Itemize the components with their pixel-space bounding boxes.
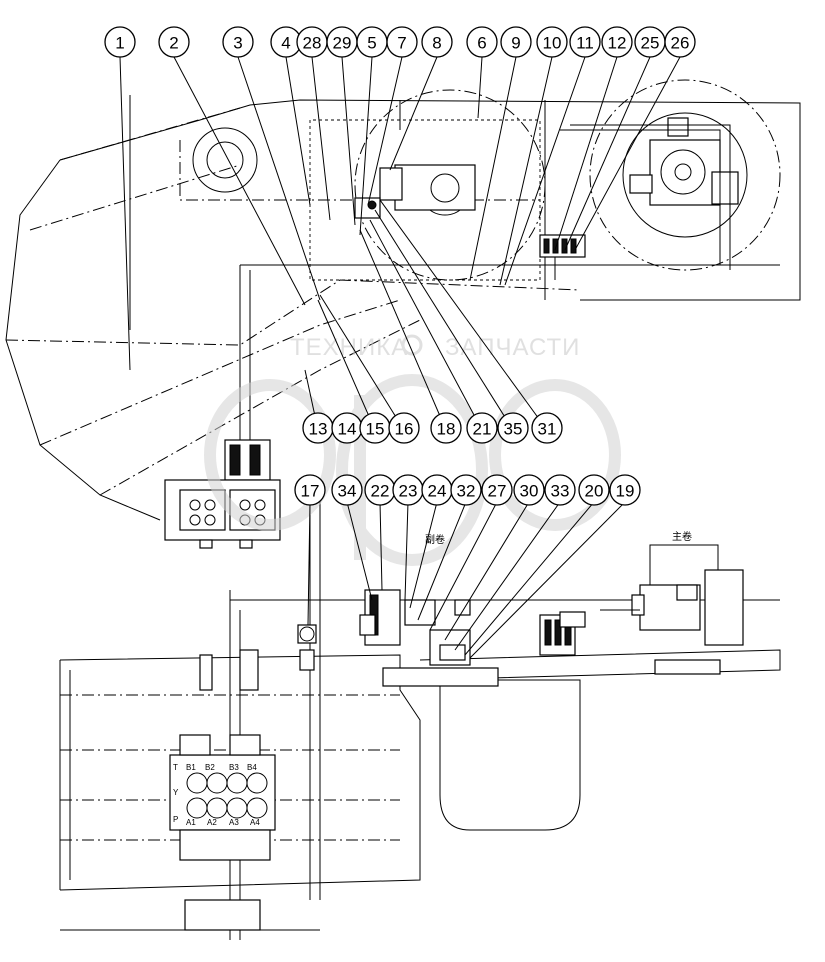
watermark: ТЕХНИКА ЗАПЧАСТИ gif [204,334,621,566]
callout-label: 24 [428,482,447,501]
watermark-logo: gif [395,469,399,471]
callout-16: 16 [388,412,420,444]
callout-14: 14 [331,412,363,444]
port-label: A3 [229,818,239,827]
callout-label: 12 [608,34,627,53]
callout-7: 7 [386,26,418,58]
port-label: B3 [229,763,239,772]
aux-winch-valves [297,589,499,687]
callout-10: 10 [536,26,568,58]
callout-label: 31 [538,420,557,439]
lower-valve-bank [169,649,276,931]
callout-label: 3 [233,34,242,53]
port-label: B4 [247,763,257,772]
boom-outline [5,95,801,521]
port-label: A2 [207,818,217,827]
callout-label: 21 [473,420,492,439]
callout-label: 8 [432,34,441,53]
callout-label: 6 [477,34,486,53]
callout-34: 34 [331,474,363,506]
callouts-low: 17 34 22 23 24 32 27 30 33 20 19 [294,474,641,506]
callout-22: 22 [364,474,396,506]
aux-winch-label: 副卷 [425,533,445,546]
callout-label: 29 [333,34,352,53]
port-label: P [173,815,178,824]
callout-30: 30 [513,474,545,506]
callout-29: 29 [326,26,358,58]
callout-label: 9 [511,34,520,53]
callout-label: 18 [437,420,456,439]
callout-label: 23 [399,482,418,501]
callout-5: 5 [356,26,388,58]
callout-27: 27 [481,474,513,506]
callout-3: 3 [222,26,254,58]
callout-28: 28 [296,26,328,58]
main-winch-label: 主卷 [672,530,692,543]
port-label: A1 [186,818,196,827]
callout-label: 1 [115,34,124,53]
port-label: B2 [205,763,215,772]
callout-label: 2 [169,34,178,53]
callout-25: 25 [634,26,666,58]
callout-label: 17 [301,482,320,501]
callout-label: 16 [395,420,414,439]
callout-label: 27 [488,482,507,501]
callout-11: 11 [569,26,601,58]
callout-label: 10 [543,34,562,53]
callout-15: 15 [359,412,391,444]
callout-9: 9 [500,26,532,58]
callout-23: 23 [392,474,424,506]
callout-label: 13 [309,420,328,439]
callout-label: 19 [616,482,635,501]
callout-8: 8 [421,26,453,58]
callout-label: 34 [338,482,357,501]
callout-32: 32 [450,474,482,506]
callout-20: 20 [578,474,610,506]
port-label: T [173,763,178,772]
callout-13: 13 [302,412,334,444]
callout-6: 6 [466,26,498,58]
main-winch-block [539,544,744,675]
callout-label: 25 [641,34,660,53]
callout-label: 7 [397,34,406,53]
main-pump-assembly [560,79,781,271]
callout-label: 33 [551,482,570,501]
callout-12: 12 [601,26,633,58]
callout-26: 26 [664,26,696,58]
callout-31: 31 [531,412,563,444]
manifold-block-top [539,234,586,280]
callout-18: 18 [430,412,462,444]
callout-label: 35 [504,420,523,439]
port-label: A4 [250,818,260,827]
callout-35: 35 [497,412,529,444]
callout-2: 2 [158,26,190,58]
callouts-mid: 13 14 15 16 18 21 35 31 [302,412,563,444]
callout-label: 20 [585,482,604,501]
watermark-left: ТЕХНИКА [290,334,408,361]
callout-label: 15 [366,420,385,439]
callout-label: 32 [457,482,476,501]
callout-label: 26 [671,34,690,53]
port-label: B1 [186,763,196,772]
callout-label: 14 [338,420,357,439]
callout-label: 22 [371,482,390,501]
callout-21: 21 [466,412,498,444]
callout-33: 33 [544,474,576,506]
port-label: Y [173,788,179,797]
leader-lines [119,56,681,659]
winch-drum [354,89,546,281]
watermark-right: ЗАПЧАСТИ [445,334,580,361]
callout-label: 5 [367,34,376,53]
callout-label: 11 [576,34,594,53]
callout-label: 28 [303,34,322,53]
callout-17: 17 [294,474,326,506]
callout-24: 24 [421,474,453,506]
callout-label: 4 [281,34,290,53]
callout-19: 19 [609,474,641,506]
callout-1: 1 [104,26,136,58]
callout-label: 30 [520,482,539,501]
